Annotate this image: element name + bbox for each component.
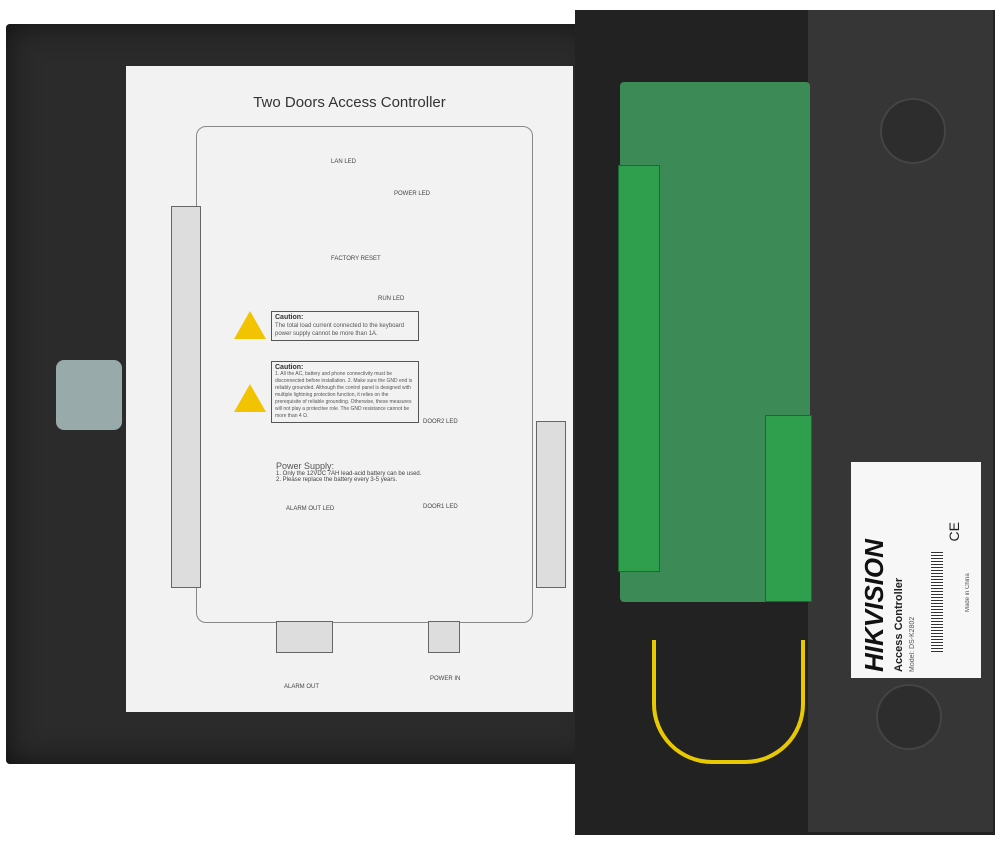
power-led-label: POWER LED xyxy=(394,191,431,197)
door1-led-label: DOOR1 LED xyxy=(423,504,458,510)
terminal-block xyxy=(618,165,660,572)
power-in-label: POWER IN xyxy=(430,676,461,682)
caution-heading: Caution: xyxy=(275,364,304,371)
power-supply-heading: Power Supply: xyxy=(276,461,335,471)
run-led-label: RUN LED xyxy=(378,296,405,302)
model-number: Model: DS-K2802 xyxy=(909,616,916,672)
alarm-out-label: ALARM OUT xyxy=(284,684,320,690)
alarm-out-led-label: ALARM OUT LED xyxy=(286,506,335,512)
brand-logo: HIKVISION xyxy=(859,539,889,672)
terminal-block xyxy=(765,415,812,602)
made-in: Made in China xyxy=(965,573,971,612)
door-lock xyxy=(56,360,122,430)
lan-led-label: LAN LED xyxy=(331,159,357,165)
power-terminal xyxy=(428,621,460,653)
wiring-diagram-sheet: Two Doors Access Controller LAN LED POWE… xyxy=(126,66,573,712)
warning-icon xyxy=(234,311,266,339)
knockout-hole xyxy=(880,98,946,164)
power-supply-item: 1. Only the 12VDC 7AH lead-acid battery … xyxy=(276,471,422,477)
power-supply-notes: Power Supply: 1. Only the 12VDC 7AH lead… xyxy=(276,461,476,483)
caution-text: The total load current connected to the … xyxy=(275,323,405,337)
warning-icon xyxy=(234,384,266,412)
alarm-terminal xyxy=(276,621,333,653)
knockout-hole xyxy=(876,684,942,750)
product-label: HIKVISION Access Controller Model: DS-K2… xyxy=(851,462,981,678)
product-name: Access Controller xyxy=(893,577,905,672)
wires xyxy=(652,640,805,764)
caution-heading: Caution: xyxy=(275,314,304,321)
caution-text: 1. All the AC, battery and phone connect… xyxy=(275,371,413,419)
caution-box-1: Caution: The total load current connected… xyxy=(271,311,419,341)
ce-mark: CE xyxy=(946,522,962,542)
caution-box-2: Caution:1. All the AC, battery and phone… xyxy=(271,361,419,423)
door2-led-label: DOOR2 LED xyxy=(423,419,458,425)
factory-reset-label: FACTORY RESET xyxy=(331,256,381,262)
right-terminals xyxy=(536,421,566,588)
power-supply-item: 2. Please replace the battery every 3-5 … xyxy=(276,477,398,483)
sheet-title: Two Doors Access Controller xyxy=(253,94,446,111)
barcode xyxy=(931,552,943,652)
left-terminals xyxy=(171,206,201,588)
